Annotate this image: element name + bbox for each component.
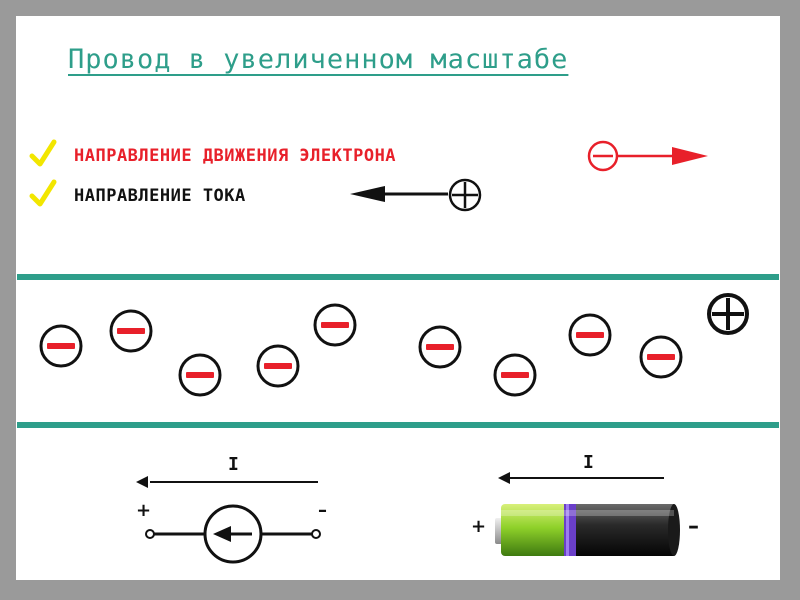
checkmark-icon [29, 179, 57, 207]
checkmark-icon [29, 139, 57, 167]
wire-bottom-edge [17, 422, 779, 428]
electron-minus-icon [256, 344, 300, 388]
arrow-left-icon [498, 472, 664, 484]
arrow-left-icon [136, 476, 318, 488]
battery-icon [495, 504, 680, 556]
arrow-left-icon [350, 186, 448, 202]
legend-current-direction-label: НАПРАВЛЕНИЕ ТОКА [74, 186, 246, 206]
electron-minus-icon [418, 325, 462, 369]
electron-minus-icon [313, 303, 357, 347]
minus-terminal-label: – [688, 514, 699, 539]
electron-minus-icon [587, 140, 619, 172]
current-symbol-label: I [228, 454, 239, 475]
minus-terminal-label: – [318, 500, 327, 521]
electron-minus-icon [109, 309, 153, 353]
slide [16, 16, 780, 580]
electron-minus-icon [178, 353, 222, 397]
proton-plus-icon [707, 293, 749, 335]
proton-plus-icon [448, 178, 482, 212]
legend-electron-direction-label: НАПРАВЛЕНИЕ ДВИЖЕНИЯ ЭЛЕКТРОНА [74, 146, 397, 166]
electron-minus-icon [568, 313, 612, 357]
plus-terminal-label: + [136, 500, 152, 521]
page-title: Провод в увеличенном масштабе [68, 44, 569, 75]
wire-top-edge [17, 274, 779, 280]
arrow-right-icon [618, 147, 708, 165]
electron-minus-icon [639, 335, 683, 379]
plus-terminal-label: + [471, 516, 487, 537]
electron-minus-icon [39, 324, 83, 368]
current-symbol-label: I [583, 452, 594, 473]
current-source-icon [145, 504, 321, 564]
electron-minus-icon [493, 353, 537, 397]
